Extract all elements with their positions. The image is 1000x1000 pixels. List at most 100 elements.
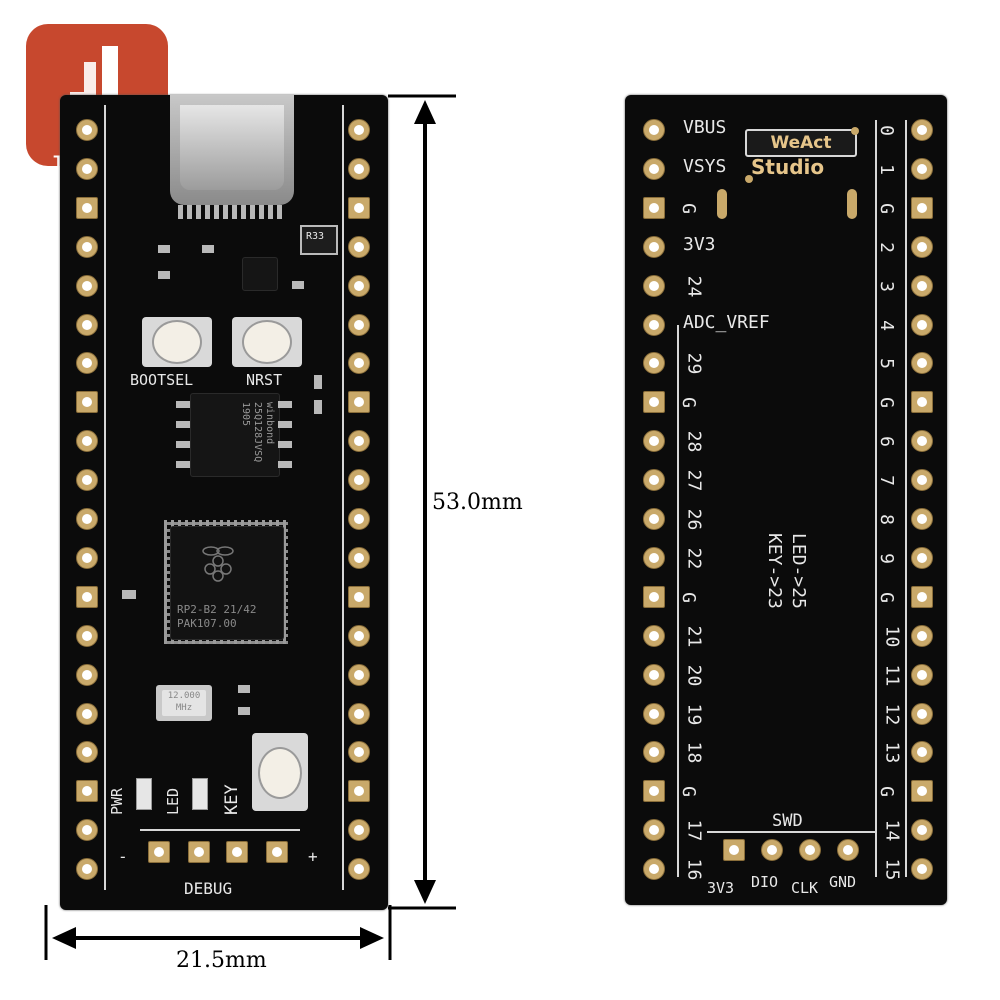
front-right-pad xyxy=(348,585,370,608)
back-right-pad xyxy=(911,508,933,530)
back-left-label: 26 xyxy=(683,508,705,531)
back-left-pad xyxy=(643,157,665,180)
front-left-pad xyxy=(76,430,98,453)
back-right-label: 2 xyxy=(875,241,897,253)
usb-c-connector xyxy=(170,95,294,205)
back-right-label: 10 xyxy=(881,625,903,648)
back-left-label: 28 xyxy=(683,430,705,453)
key-button[interactable] xyxy=(252,733,308,811)
front-board: R33 BOOTSEL NRST winbond 25Q128JVSQ 1905 xyxy=(60,95,388,910)
swd-pad-3 xyxy=(799,839,821,861)
front-left-pad xyxy=(76,624,98,647)
back-left-label: G xyxy=(677,202,699,214)
back-left-label: G xyxy=(677,397,699,409)
front-left-pad xyxy=(76,546,98,569)
back-right-pad xyxy=(911,196,933,219)
flash-chip: winbond 25Q128JVSQ 1905 xyxy=(190,393,280,477)
back-right-label: 3 xyxy=(875,280,897,292)
front-right-pad xyxy=(348,624,370,647)
back-right-label: G xyxy=(875,591,897,603)
back-left-label: 20 xyxy=(683,664,705,686)
back-right-pad xyxy=(911,585,933,608)
front-left-pad xyxy=(76,196,98,219)
front-left-pad xyxy=(76,702,98,725)
back-right-label: 1 xyxy=(875,163,897,175)
back-right-label: 6 xyxy=(875,436,897,448)
front-left-pad xyxy=(76,274,98,297)
swd-pin-dio: DIO xyxy=(751,873,779,891)
swd-title: SWD xyxy=(772,811,803,831)
back-right-pad xyxy=(911,624,933,647)
regulator-chip: R33 xyxy=(300,225,338,255)
back-left-label: 21 xyxy=(683,625,705,648)
back-right-pad xyxy=(911,663,933,686)
front-left-pad xyxy=(76,508,98,530)
back-left-pad xyxy=(643,196,665,219)
back-right-label: 7 xyxy=(875,475,897,487)
width-dimension: 21.5mm xyxy=(176,948,267,973)
back-left-pad xyxy=(643,780,665,803)
reset-label: NRST xyxy=(246,371,283,389)
back-right-pad xyxy=(911,352,933,375)
front-right-pad xyxy=(348,119,370,141)
back-left-label: ADC_VREF xyxy=(683,311,770,333)
front-left-pad xyxy=(76,235,98,258)
front-left-pad xyxy=(76,157,98,180)
back-left-label: 17 xyxy=(683,819,705,842)
back-right-pad xyxy=(911,858,933,881)
back-left-pad xyxy=(643,585,665,608)
swd-pin-3v3: 3V3 xyxy=(707,879,735,897)
front-right-pad xyxy=(348,235,370,258)
front-left-pad xyxy=(76,780,98,803)
front-right-pad xyxy=(348,196,370,219)
front-right-pad xyxy=(348,274,370,297)
front-left-pad xyxy=(76,352,98,375)
back-left-pad xyxy=(643,663,665,686)
back-right-label: 0 xyxy=(875,125,897,136)
front-left-pad xyxy=(76,663,98,686)
front-right-pad xyxy=(348,702,370,725)
key-note: KEY->23 xyxy=(764,533,785,609)
back-right-pad xyxy=(911,780,933,803)
back-left-pad xyxy=(643,119,665,141)
back-right-label: 9 xyxy=(875,552,897,564)
back-left-pad xyxy=(643,391,665,414)
back-left-label: 19 xyxy=(683,703,705,725)
back-left-pad xyxy=(643,546,665,569)
reset-button[interactable] xyxy=(232,317,302,367)
back-left-pad xyxy=(643,469,665,492)
back-right-label: 5 xyxy=(875,358,897,370)
front-right-pad xyxy=(348,663,370,686)
back-right-label: 15 xyxy=(881,858,903,881)
back-left-pad xyxy=(643,235,665,258)
front-right-pad xyxy=(348,819,370,842)
front-right-pad xyxy=(348,430,370,453)
debug-label: DEBUG xyxy=(184,879,233,898)
back-right-label: 14 xyxy=(881,819,903,842)
back-left-label: G xyxy=(677,591,699,603)
led-note: LED->25 xyxy=(788,533,809,609)
front-right-pad xyxy=(348,469,370,492)
back-right-label: 4 xyxy=(875,319,897,331)
bootsel-button[interactable] xyxy=(142,317,212,367)
back-right-pad xyxy=(911,430,933,453)
back-left-pad xyxy=(643,702,665,725)
debug-pad-2 xyxy=(188,841,210,863)
front-right-pad xyxy=(348,780,370,803)
front-right-pad xyxy=(348,352,370,375)
back-left-label: 3V3 xyxy=(683,233,716,255)
front-right-pad xyxy=(348,508,370,530)
back-board: WeAct Studio LED->25 KEY->23 SWD 3V3 DIO… xyxy=(625,95,947,905)
debug-pad-4 xyxy=(266,841,288,863)
back-right-pad xyxy=(911,235,933,258)
front-right-pad xyxy=(348,391,370,414)
front-left-pad xyxy=(76,391,98,414)
back-right-label: G xyxy=(875,786,897,798)
raspberry-logo-icon xyxy=(202,546,234,582)
front-left-pad xyxy=(76,585,98,608)
front-left-pad xyxy=(76,313,98,336)
back-left-pad xyxy=(643,858,665,881)
swd-pad-4 xyxy=(837,839,859,861)
back-right-pad xyxy=(911,119,933,141)
